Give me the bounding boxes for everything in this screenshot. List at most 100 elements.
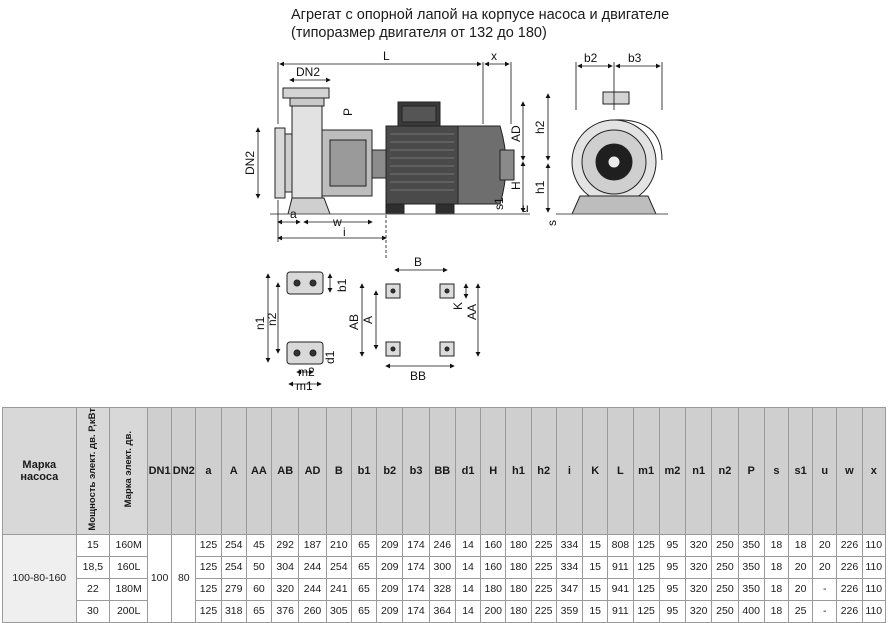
cell-ad: 187 bbox=[298, 533, 327, 557]
cell-h2: 225 bbox=[530, 555, 557, 579]
cell-d1: 14 bbox=[454, 555, 482, 579]
cell-aa: 45 bbox=[245, 533, 273, 557]
cell-a: 318 bbox=[220, 599, 247, 623]
cell-i: 334 bbox=[555, 533, 584, 557]
header-col-k: K bbox=[582, 407, 609, 535]
cell-s1: 18 bbox=[787, 533, 814, 557]
cell-l: 911 bbox=[607, 555, 634, 579]
cell-h1: 180 bbox=[505, 577, 532, 601]
cell-b3: 174 bbox=[402, 599, 430, 623]
header-power: Мощность элект. дв. Р,кВт bbox=[75, 407, 111, 535]
cell-m2: 95 bbox=[658, 599, 687, 623]
label-L: L bbox=[383, 49, 390, 63]
cell-b2: 209 bbox=[376, 533, 404, 557]
front-view bbox=[556, 91, 668, 215]
header-col-b2: b2 bbox=[376, 407, 404, 535]
cell-b: 241 bbox=[325, 577, 352, 601]
label-A: A bbox=[361, 316, 375, 324]
cell-ab: 376 bbox=[271, 599, 300, 623]
header-col-b1: b1 bbox=[350, 407, 378, 535]
header-col-h2: h2 bbox=[530, 407, 557, 535]
cell-motor: 200L bbox=[109, 599, 149, 623]
cell-h: 180 bbox=[480, 577, 507, 601]
cell-d1: 14 bbox=[454, 577, 482, 601]
cell-ab: 320 bbox=[271, 577, 300, 601]
header-col-l: L bbox=[607, 407, 634, 535]
cell-h1: 180 bbox=[505, 555, 532, 579]
cell-m2: 95 bbox=[658, 533, 687, 557]
cell-b: 305 bbox=[325, 599, 352, 623]
cell-power: 30 bbox=[75, 599, 111, 623]
header-col-dn2: DN2 bbox=[171, 407, 197, 535]
header-col-i: i bbox=[555, 407, 584, 535]
cell-n1: 320 bbox=[685, 555, 713, 579]
cell-u: - bbox=[812, 577, 838, 601]
label-u: u bbox=[522, 201, 529, 215]
label-dn2-top: DN2 bbox=[296, 65, 320, 79]
label-b3: b3 bbox=[628, 51, 642, 65]
motor-foot-labels: B AB A K AA BB bbox=[347, 255, 479, 383]
header-col-ad: AD bbox=[298, 407, 327, 535]
cell-l: 941 bbox=[607, 577, 634, 601]
cell-m1: 125 bbox=[632, 555, 660, 579]
header-col-ab: AB bbox=[271, 407, 300, 535]
label-b1: b1 bbox=[335, 278, 349, 292]
cell-s: 18 bbox=[763, 599, 790, 623]
header-power-text: Мощность элект. дв. Р,кВт bbox=[87, 408, 99, 531]
cell-p: 400 bbox=[737, 599, 765, 623]
label-a: a bbox=[290, 207, 297, 221]
header-brand: Марка насоса bbox=[2, 407, 77, 535]
header-motor-text: Марка элект. дв. bbox=[123, 431, 135, 508]
cell-dn1: 100 bbox=[147, 533, 173, 623]
cell-bb: 246 bbox=[428, 533, 456, 557]
header-col-d1: d1 bbox=[454, 407, 482, 535]
cell-h: 160 bbox=[480, 533, 507, 557]
cell-m2: 95 bbox=[658, 577, 687, 601]
cell-aa: 50 bbox=[245, 555, 273, 579]
label-AD: AD bbox=[509, 125, 523, 142]
cell-s1: 20 bbox=[787, 577, 814, 601]
cell-power: 15 bbox=[75, 533, 111, 557]
cell-k: 15 bbox=[582, 555, 609, 579]
label-w: w bbox=[332, 215, 342, 229]
label-s: s bbox=[545, 220, 559, 226]
cell-aa: 65 bbox=[245, 599, 273, 623]
front-view-labels: b2 b3 h2 h1 s bbox=[533, 51, 642, 226]
side-view-dimensions bbox=[255, 61, 526, 260]
cell-x: 110 bbox=[861, 599, 887, 623]
header-col-p: P bbox=[737, 407, 765, 535]
cell-s1: 25 bbox=[787, 599, 814, 623]
header-col-aa: AA bbox=[245, 407, 273, 535]
cell-a: 254 bbox=[220, 555, 247, 579]
cell-p: 350 bbox=[737, 577, 765, 601]
technical-drawing: L x DN2 DN2 P AD H s1 u a w i b2 b3 h2 h… bbox=[243, 49, 668, 393]
cell-dn2: 80 bbox=[171, 533, 197, 623]
cell-b1: 65 bbox=[350, 555, 378, 579]
header-col-dn1: DN1 bbox=[147, 407, 173, 535]
label-dn2-side: DN2 bbox=[243, 151, 257, 175]
cell-power: 18,5 bbox=[75, 555, 111, 579]
label-n1: n1 bbox=[253, 316, 267, 330]
cell-h2: 225 bbox=[530, 533, 557, 557]
header-col-b3: b3 bbox=[402, 407, 430, 535]
cell-b1: 65 bbox=[350, 577, 378, 601]
drawing-title: Агрегат с опорной лапой на корпусе насос… bbox=[291, 6, 711, 42]
cell-u: - bbox=[812, 599, 838, 623]
header-col-a: a bbox=[195, 407, 222, 535]
header-motor: Марка элект. дв. bbox=[109, 407, 149, 535]
cell-ab: 304 bbox=[271, 555, 300, 579]
cell-n2: 250 bbox=[711, 577, 739, 601]
cell-n1: 320 bbox=[685, 533, 713, 557]
cell-w: 226 bbox=[836, 577, 863, 601]
header-col-m1: m1 bbox=[632, 407, 660, 535]
cell-w: 226 bbox=[836, 555, 863, 579]
cell-k: 15 bbox=[582, 533, 609, 557]
header-col-h1: h1 bbox=[505, 407, 532, 535]
label-K: K bbox=[451, 302, 465, 310]
cell-a: 254 bbox=[220, 533, 247, 557]
label-h1: h1 bbox=[533, 180, 547, 194]
